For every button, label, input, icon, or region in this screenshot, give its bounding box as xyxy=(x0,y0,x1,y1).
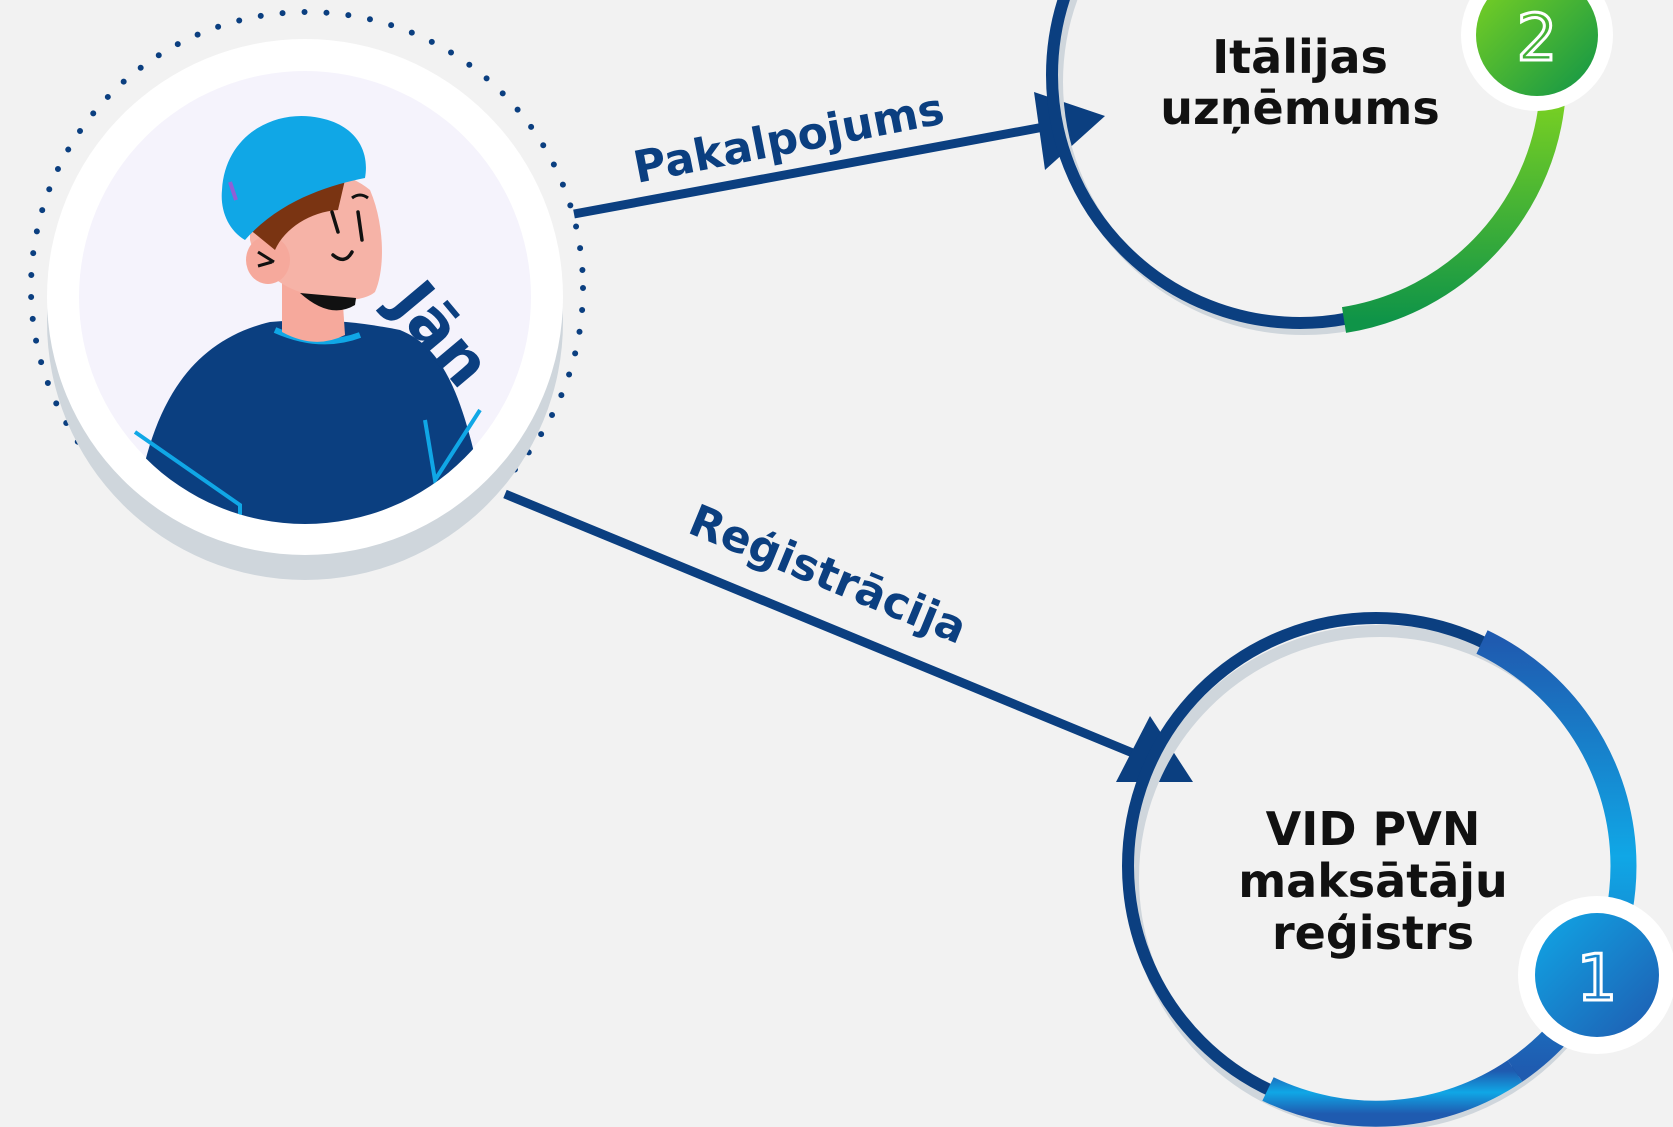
vid-badge: 1 xyxy=(1518,896,1673,1054)
node-italy: Itālijas uzņēmums 2 xyxy=(1046,0,1613,335)
node-vid: VID PVN maksātāju reģistrs 1 xyxy=(1122,612,1673,1127)
vid-ring-accent-bottom xyxy=(1262,1060,1523,1127)
person-node: Jān xyxy=(28,9,586,580)
vid-node-line-2: maksātāju xyxy=(1238,854,1508,908)
italy-node-line-1: Itālijas xyxy=(1212,30,1388,84)
italy-badge-circle xyxy=(1476,0,1598,96)
vid-node-line-1: VID PVN xyxy=(1266,802,1481,856)
italy-ring-accent xyxy=(1341,89,1566,333)
italy-node-line-2: uzņēmums xyxy=(1160,81,1439,135)
italy-badge: 2 xyxy=(1461,0,1613,111)
edge-service: Pakalpojums xyxy=(573,84,1105,219)
edge-registration: Reģistrācija xyxy=(503,489,1193,782)
registration-arrow-line xyxy=(503,489,1142,761)
vid-node-line-3: reģistrs xyxy=(1272,906,1474,960)
italy-badge-number: 2 xyxy=(1517,2,1558,76)
vid-badge-number: 1 xyxy=(1577,942,1618,1016)
person-avatar-icon xyxy=(130,115,495,524)
vid-badge-circle xyxy=(1535,913,1659,1037)
dotted-ring xyxy=(28,9,586,567)
service-arrow-line xyxy=(573,119,1061,219)
